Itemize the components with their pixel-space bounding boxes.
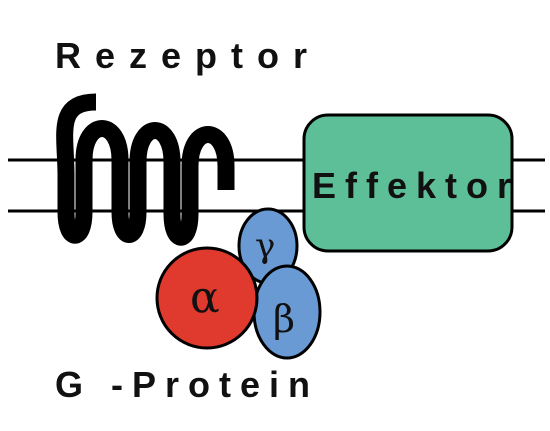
effector-rect	[302, 113, 514, 253]
beta-symbol: β	[273, 297, 295, 341]
gprotein-label: G -Protein	[55, 364, 319, 405]
alpha-subunit	[155, 246, 259, 350]
receptor-serpentine	[56, 93, 235, 246]
alpha-symbol: α	[190, 272, 220, 323]
receptor-icon	[56, 93, 235, 246]
effector-label: Effektor	[312, 165, 520, 206]
gamma-symbol: γ	[255, 226, 275, 266]
gprotein-complex: γ β α	[155, 207, 322, 360]
receptor-label: Rezeptor	[55, 35, 321, 76]
effector-box: Effektor	[302, 113, 520, 253]
